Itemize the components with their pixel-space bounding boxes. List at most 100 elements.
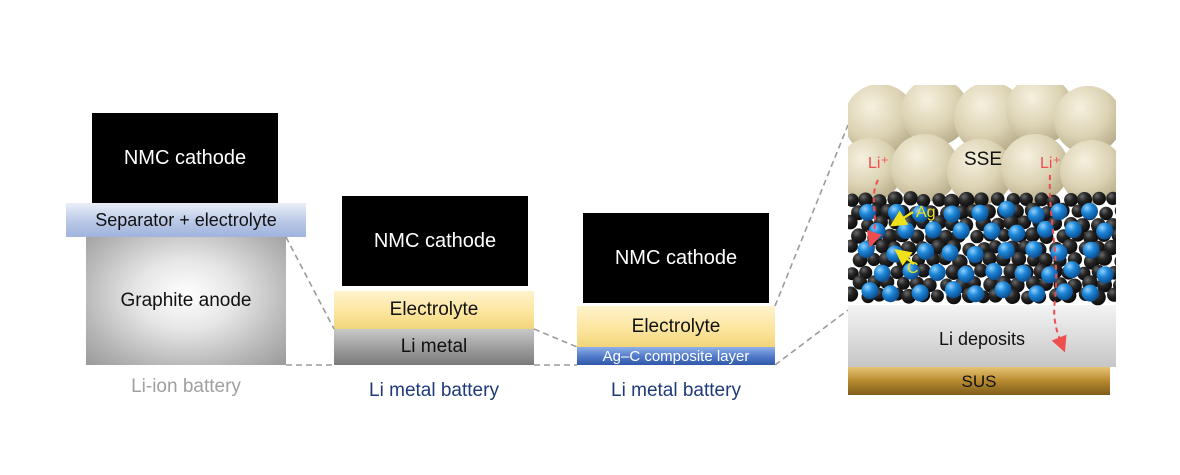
sse-particles bbox=[848, 85, 1116, 205]
carbon-particle bbox=[974, 192, 989, 207]
silver-particle bbox=[1096, 266, 1114, 284]
carbon-particle bbox=[916, 194, 931, 208]
composite-particles bbox=[848, 191, 1116, 306]
carbon-particle bbox=[887, 191, 903, 207]
li-ion-arrows bbox=[866, 174, 1067, 353]
carbon-particle bbox=[1096, 250, 1112, 266]
liion-separator: Separator + electrolyte bbox=[66, 203, 306, 237]
sse-label: SSE bbox=[964, 149, 1002, 170]
carbon-particle bbox=[858, 192, 873, 208]
ag-pointer bbox=[889, 210, 914, 227]
silver-particle bbox=[1025, 240, 1043, 258]
silver-particle bbox=[1055, 283, 1073, 301]
silver-particle bbox=[873, 264, 891, 282]
liion-cathode: NMC cathode bbox=[92, 113, 278, 203]
carbon-particle bbox=[1083, 230, 1099, 246]
silver-particle bbox=[983, 222, 1001, 240]
carbon-particle bbox=[1064, 193, 1078, 207]
sus-label: SUS bbox=[962, 372, 997, 391]
carbon-particle bbox=[1114, 256, 1116, 267]
li-deposits-layer bbox=[848, 305, 1116, 367]
silver-particle bbox=[1063, 261, 1081, 279]
silver-particle bbox=[1036, 220, 1054, 238]
silver-particle bbox=[941, 244, 959, 262]
silver-particle bbox=[967, 285, 985, 303]
carbon-particle bbox=[1025, 227, 1041, 243]
li-ion-label-left: Li⁺ bbox=[868, 155, 889, 172]
silver-particle bbox=[1081, 202, 1098, 220]
carbon-particle bbox=[1034, 192, 1049, 207]
silver-particle bbox=[1082, 241, 1100, 259]
carbon-particle bbox=[970, 229, 984, 244]
agc-caption: Li metal battery bbox=[611, 380, 741, 401]
silver-particle bbox=[1028, 285, 1046, 303]
agc-cathode-label: NMC cathode bbox=[614, 246, 738, 269]
carbon-particle bbox=[1107, 287, 1116, 302]
c-pointer bbox=[894, 248, 915, 266]
silver-particle bbox=[857, 241, 875, 258]
carbon-particle bbox=[916, 263, 931, 278]
annotation-arrows bbox=[889, 210, 915, 266]
liion-cathode-label: NMC cathode bbox=[123, 146, 247, 169]
ag-label: Ag bbox=[916, 204, 936, 221]
liion-caption: Li-ion battery bbox=[131, 376, 241, 397]
silver-particle bbox=[886, 245, 904, 263]
carbon-particle bbox=[1019, 192, 1033, 206]
carbon-particle bbox=[848, 286, 859, 302]
carbon-particle bbox=[974, 263, 989, 278]
li-ion-arrow-right bbox=[1048, 174, 1067, 353]
silver-particle bbox=[971, 204, 989, 222]
carbon-particle bbox=[851, 228, 867, 244]
carbon-particle bbox=[1011, 251, 1027, 267]
silver-particle bbox=[1008, 224, 1026, 242]
silver-particle bbox=[911, 205, 929, 223]
carbon-particle bbox=[943, 193, 960, 210]
silver-particle bbox=[902, 262, 920, 280]
carbon-particle bbox=[848, 214, 858, 230]
agc-composite-layer: Ag–C composite layer bbox=[577, 347, 775, 365]
silver-particle bbox=[897, 222, 915, 239]
carbon-particle bbox=[930, 289, 944, 303]
carbon-particle bbox=[945, 264, 962, 280]
carbon-particle bbox=[932, 193, 946, 207]
silver-particle bbox=[917, 242, 935, 260]
silver-particle bbox=[1050, 203, 1068, 221]
carbon-particle bbox=[1099, 206, 1113, 221]
silver-particle bbox=[1041, 266, 1059, 284]
silver-particle bbox=[966, 246, 984, 263]
silver-particle bbox=[952, 222, 970, 240]
li-deposits-label: Li deposits bbox=[939, 329, 1025, 349]
silver-particle bbox=[997, 242, 1015, 259]
carbon-particle bbox=[1114, 206, 1116, 215]
silver-particle bbox=[861, 282, 879, 300]
carbon-particle bbox=[896, 276, 910, 290]
silver-particle bbox=[1050, 244, 1068, 262]
carbon-particle bbox=[990, 192, 1005, 206]
carbon-particle bbox=[958, 191, 975, 208]
carbon-particle bbox=[1038, 252, 1053, 268]
silver-particle bbox=[924, 221, 942, 239]
limetal-cathode: NMC cathode bbox=[342, 196, 528, 286]
silver-particle bbox=[957, 265, 975, 283]
carbon-particle bbox=[1071, 204, 1085, 218]
silver-particle bbox=[882, 285, 899, 303]
silver-particle bbox=[985, 262, 1003, 280]
carbon-particle bbox=[982, 251, 997, 266]
agc-electrolyte: Electrolyte bbox=[577, 306, 775, 347]
agc-electrolyte-label: Electrolyte bbox=[631, 315, 721, 337]
silver-particle bbox=[1096, 222, 1114, 240]
li-ion-arrow-left bbox=[866, 179, 883, 248]
carbon-particle bbox=[848, 239, 858, 253]
limetal-cathode-label: NMC cathode bbox=[373, 229, 497, 252]
silver-particle bbox=[911, 284, 929, 302]
sus-substrate bbox=[848, 367, 1110, 395]
carbon-particle bbox=[1092, 191, 1106, 206]
limetal-anode: Li metal bbox=[334, 329, 534, 365]
carbon-particle bbox=[997, 228, 1011, 242]
limetal-anode-label: Li metal bbox=[400, 336, 468, 357]
liion-separator-label: Separator + electrolyte bbox=[95, 209, 277, 230]
silver-particle bbox=[1027, 206, 1045, 224]
c-label: C bbox=[907, 260, 919, 277]
silver-particle bbox=[994, 281, 1012, 299]
